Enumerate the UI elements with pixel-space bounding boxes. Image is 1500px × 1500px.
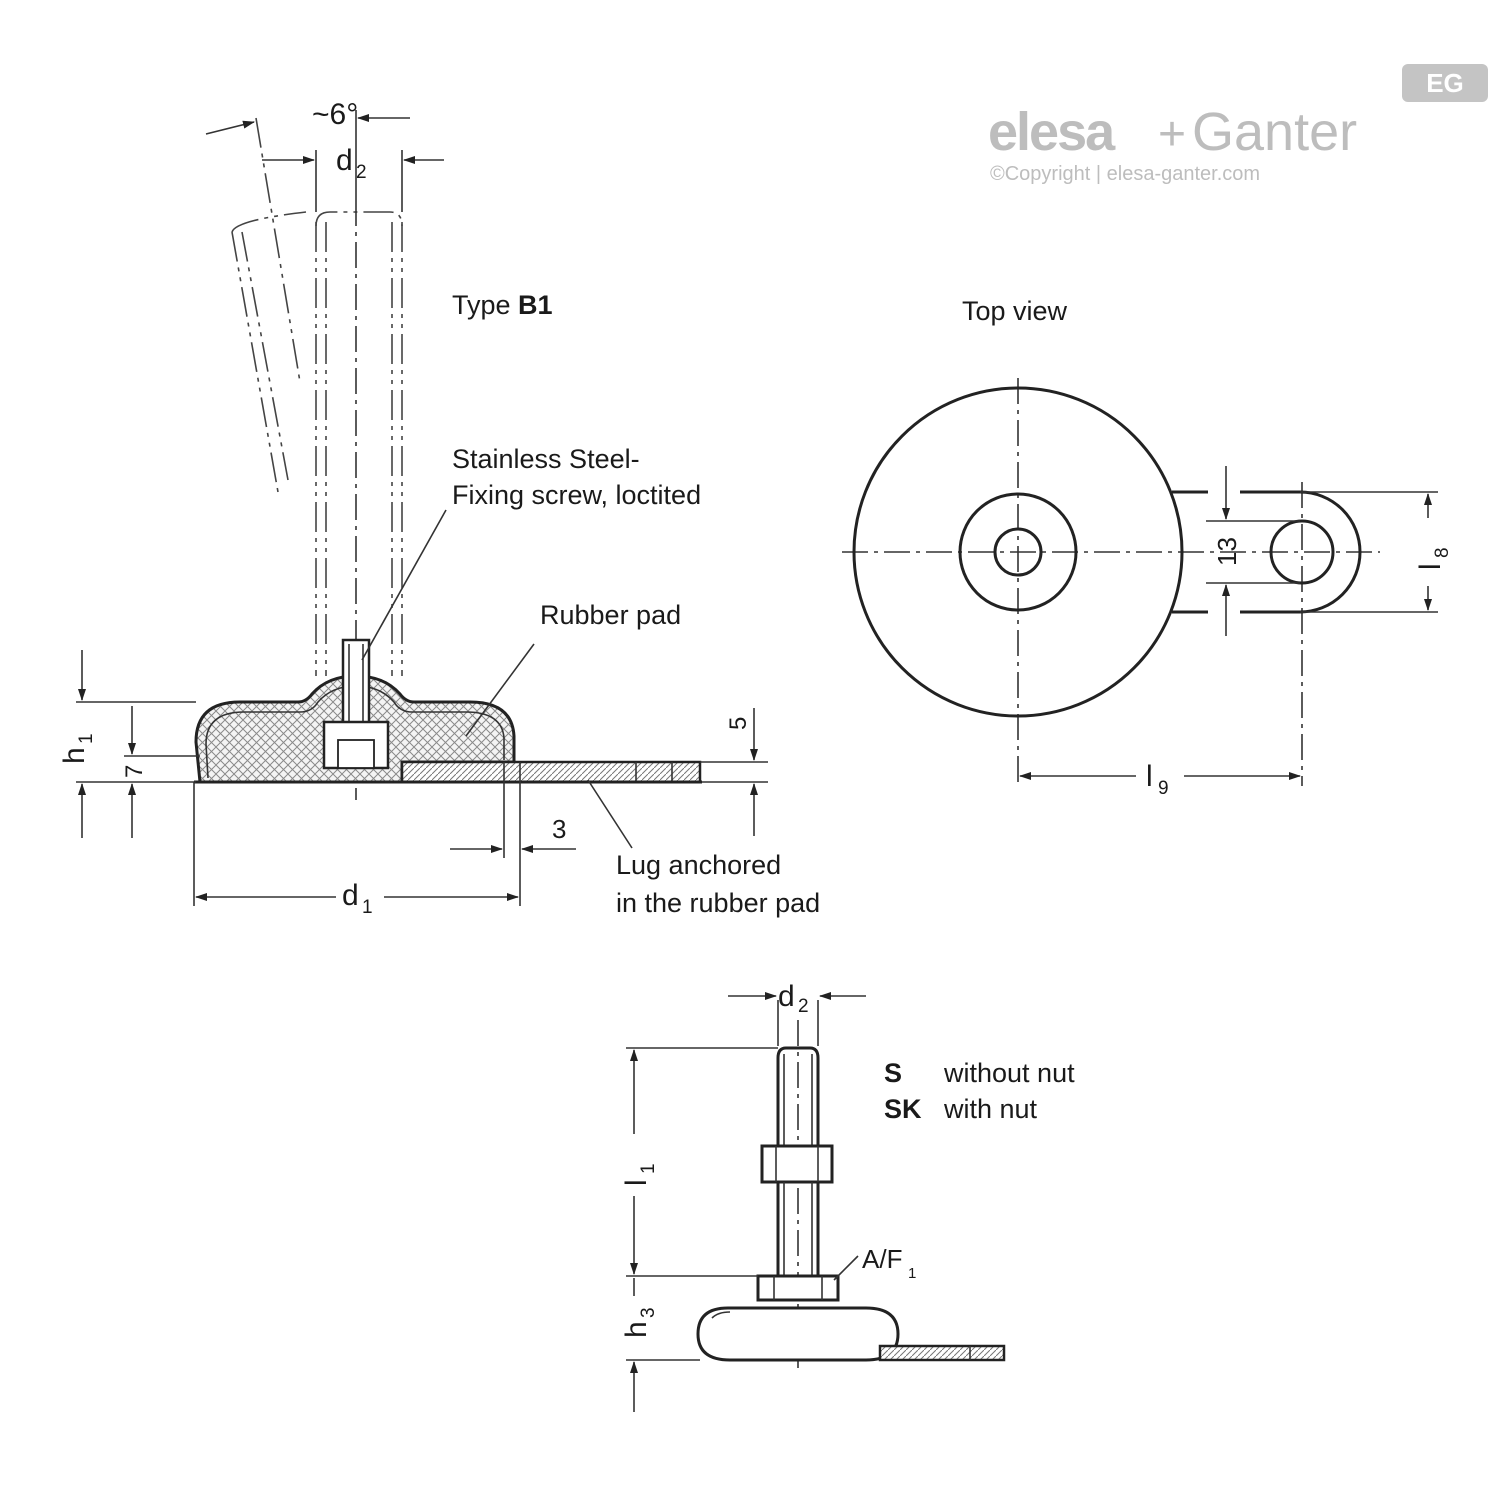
variant-legend: S without nut SK with nut: [884, 1058, 1075, 1124]
dimension-5: 5: [725, 717, 752, 730]
legend-text-s: without nut: [943, 1058, 1075, 1088]
mini-base-pad: [696, 1306, 900, 1362]
logo-mark-badge: [1402, 64, 1488, 102]
hex-nut: [760, 1144, 834, 1184]
stem-phantom: [315, 211, 403, 676]
l1-dimension-subscript: 1: [638, 1163, 659, 1174]
d1-dimension-subscript: 1: [362, 897, 373, 918]
side-view: [76, 110, 768, 906]
h3-dimension-label: h: [620, 1321, 653, 1338]
af-label: A/F: [862, 1244, 902, 1274]
lug: [400, 760, 702, 784]
type-label-code: B1: [518, 290, 553, 320]
lug-callout-line2: in the rubber pad: [616, 888, 820, 918]
top-view: [842, 378, 1438, 786]
h1-dimension-subscript: 1: [76, 733, 97, 744]
logo-brand-ganter: Ganter: [1192, 102, 1357, 162]
l8-dimension-label: l: [1414, 563, 1447, 570]
screw-callout-line1: Stainless Steel-: [452, 444, 640, 474]
l8-dimension-subscript: 8: [1432, 547, 1453, 558]
d2-small-subscript: 2: [798, 996, 809, 1017]
collar-hex: [756, 1274, 840, 1302]
rubber-pad-callout: Rubber pad: [540, 600, 681, 630]
lug-hole-circle: [1269, 519, 1335, 585]
d1-dimension-label: d: [342, 879, 359, 912]
legend-code-s: S: [884, 1058, 902, 1088]
inner-boss-circle: [958, 492, 1078, 612]
dimension-13: 13: [1212, 537, 1242, 566]
h3-dimension-subscript: 3: [638, 1307, 659, 1318]
type-label: Type B1: [452, 290, 553, 320]
threaded-stem-upper: [776, 1046, 820, 1146]
type-label-prefix: Type: [452, 290, 518, 320]
lug-outline: [1172, 490, 1362, 614]
fixing-screw: [341, 638, 371, 726]
logo: EG elesa + Ganter ©Copyright | elesa-gan…: [988, 64, 1488, 185]
lug-callout-line1: Lug anchored: [616, 850, 781, 880]
tilted-stem-phantom: [231, 117, 307, 493]
screw-callout-line2: Fixing screw, loctited: [452, 480, 701, 510]
stem-view: [626, 992, 1006, 1412]
logo-plus: +: [1158, 108, 1186, 161]
af-subscript: 1: [908, 1265, 916, 1282]
copyright-text: ©Copyright | elesa-ganter.com: [990, 163, 1260, 185]
dimension-7: 7: [121, 765, 148, 778]
base-outline-circle: [852, 386, 1184, 718]
l1-dimension-label: l: [620, 1179, 653, 1186]
legend-text-sk: with nut: [943, 1094, 1038, 1124]
dimension-3: 3: [552, 814, 566, 844]
h1-dimension-label: h: [58, 747, 91, 764]
legend-code-sk: SK: [884, 1094, 922, 1124]
screw-hole-circle: [993, 527, 1043, 577]
top-view-title: Top view: [962, 296, 1068, 326]
angle-dimension: ~6°: [312, 98, 358, 131]
logo-mark: EG: [1426, 68, 1464, 98]
d2-small-label: d: [778, 980, 795, 1013]
d2-dimension-subscript: 2: [356, 162, 367, 183]
l9-dimension-subscript: 9: [1158, 778, 1169, 799]
logo-brand-elesa: elesa: [988, 102, 1116, 162]
mini-lug: [878, 1344, 1006, 1362]
d2-dimension-label: d: [336, 144, 353, 177]
l9-dimension-label: l: [1146, 760, 1153, 793]
